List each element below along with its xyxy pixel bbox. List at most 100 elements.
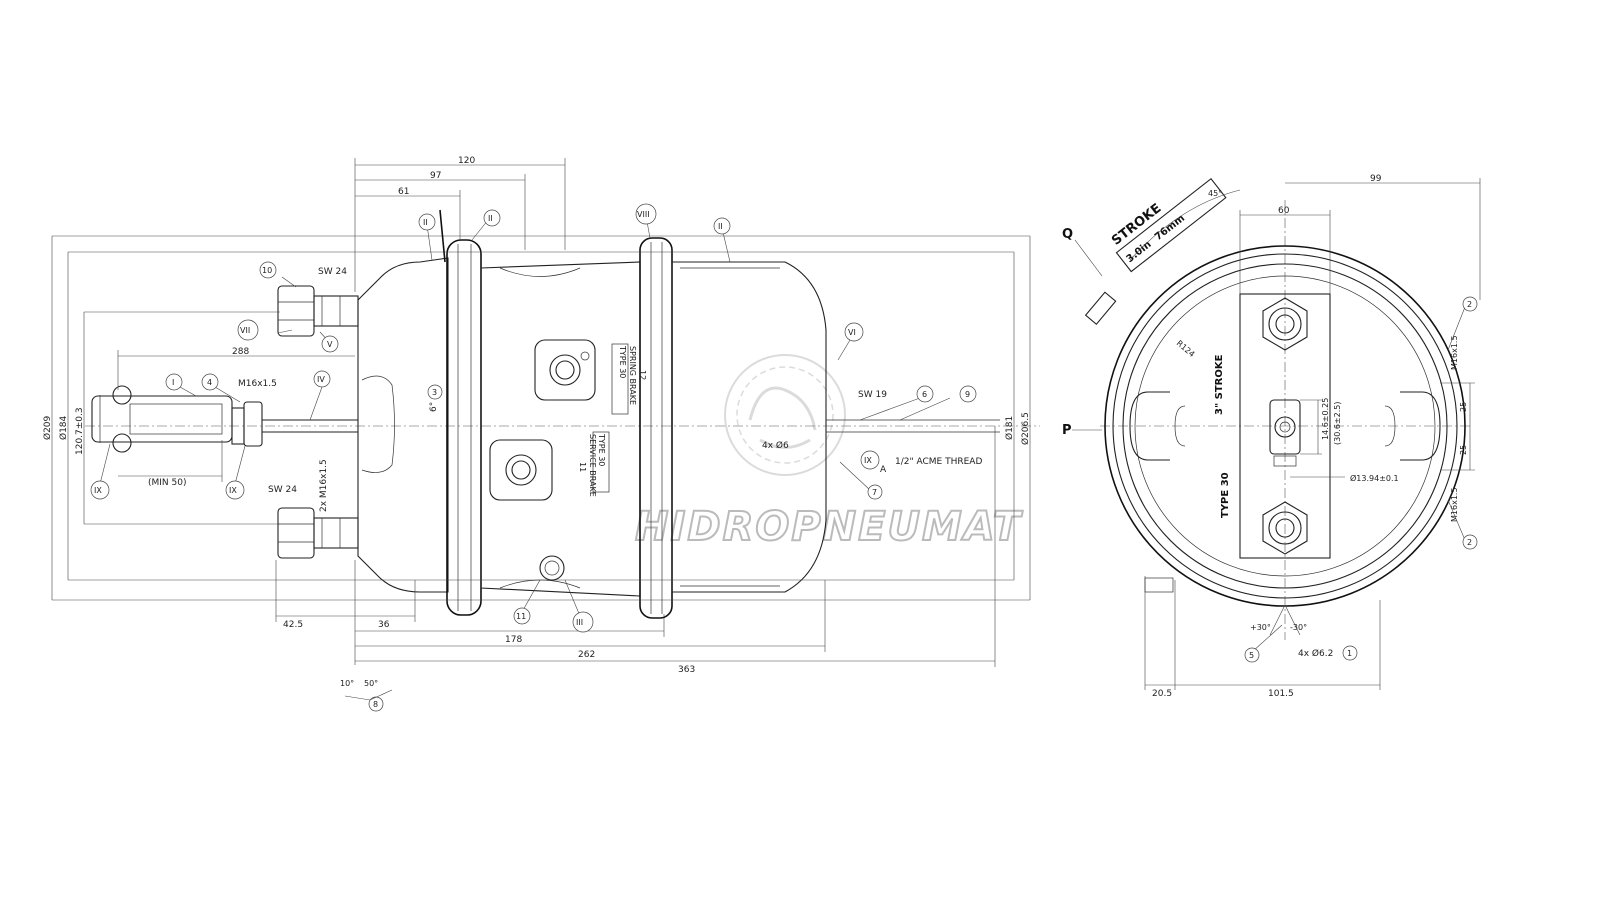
dim-262: 262 xyxy=(578,650,595,660)
end-view: 3.0in 76mm STROKE xyxy=(1062,174,1481,699)
watermark-text: HIDROPNEUMAT xyxy=(635,504,1023,550)
label-q: Q xyxy=(1062,227,1073,242)
type-text: TYPE 30 xyxy=(1220,472,1231,518)
callout-ix-b: IX xyxy=(225,480,245,500)
clamp-ring-right xyxy=(639,237,673,619)
svg-text:4: 4 xyxy=(207,378,212,387)
angle-plus-30: +30° xyxy=(1250,623,1271,632)
angle-45: 45° xyxy=(1208,189,1222,198)
callout-vii: VII xyxy=(237,319,259,341)
spring-label-number: 12 xyxy=(638,370,647,380)
angle-minus-30: -30° xyxy=(1290,623,1307,632)
callout-11: 11 xyxy=(513,607,531,625)
callout-10: 10 xyxy=(259,261,277,279)
svg-text:II: II xyxy=(423,218,428,227)
callout-ii-c: II xyxy=(713,217,731,235)
end-view-mounting-plate xyxy=(1239,293,1331,559)
callout-1: 1 xyxy=(1342,645,1358,661)
dim-25-b: 25 xyxy=(1459,445,1468,455)
svg-text:II: II xyxy=(718,222,723,231)
callout-ii-a: II xyxy=(418,213,436,231)
callout-3: 3 xyxy=(427,384,443,400)
label-a: A xyxy=(880,465,887,475)
dim-dia-184: Ø184 xyxy=(58,415,69,440)
svg-text:9: 9 xyxy=(965,390,970,399)
spring-label-text: SPRING BRAKE xyxy=(628,346,637,405)
svg-text:2: 2 xyxy=(1467,538,1472,547)
dim-120: 120 xyxy=(458,156,475,166)
end-view-outer-ring xyxy=(1104,245,1466,607)
svg-text:IX: IX xyxy=(229,486,237,495)
svg-text:IX: IX xyxy=(864,456,872,465)
end-view-stud-top xyxy=(1262,297,1308,351)
dim-60: 60 xyxy=(1278,206,1290,216)
svg-text:2: 2 xyxy=(1467,300,1472,309)
svg-text:VII: VII xyxy=(240,326,250,335)
dimension-lines-side xyxy=(51,158,1031,667)
end-view-clevis xyxy=(1269,399,1301,455)
dim-99: 99 xyxy=(1370,174,1382,184)
svg-text:IV: IV xyxy=(317,375,325,384)
svg-text:5: 5 xyxy=(1249,651,1254,660)
stroke-text: 3" STROKE xyxy=(1214,354,1225,415)
callout-2-a: 2 xyxy=(1462,296,1478,312)
svg-text:11: 11 xyxy=(516,612,526,621)
dim-101-5: 101.5 xyxy=(1268,689,1294,699)
callout-iii: III xyxy=(572,611,594,633)
dim-97: 97 xyxy=(430,171,441,181)
dimension-lines-end xyxy=(1074,178,1481,690)
angle-6: 6° xyxy=(429,402,439,412)
thread-end-b: M16x1.5 xyxy=(1450,487,1459,522)
dim-30-6: (30.6±2.5) xyxy=(1333,402,1342,445)
label-p: P xyxy=(1062,423,1072,438)
dim-61: 61 xyxy=(398,187,409,197)
dim-178: 178 xyxy=(505,635,522,645)
dim-120-7: 120.7±0.3 xyxy=(75,407,85,455)
holes-4x6: 4x Ø6 xyxy=(762,440,789,451)
service-label-number: 11 xyxy=(578,462,587,472)
dim-dia-181: Ø181 xyxy=(1004,416,1015,440)
svg-text:I: I xyxy=(172,378,174,387)
callout-vi: VI xyxy=(844,322,864,342)
thread-end-a: M16x1.5 xyxy=(1450,335,1459,370)
angle-10: 10° xyxy=(340,679,354,688)
drain-port xyxy=(539,555,565,581)
stroke-tag: 3.0in 76mm STROKE xyxy=(1109,178,1227,273)
callout-viii: VIII xyxy=(635,203,657,225)
stroke-tag-stroke: STROKE xyxy=(1109,201,1164,249)
dim-dia-13-94: Ø13.94±0.1 xyxy=(1350,473,1399,483)
mounting-bolt-top xyxy=(277,285,359,337)
dim-363: 363 xyxy=(678,665,695,675)
holes-4x6-2: 4x Ø6.2 xyxy=(1298,648,1333,659)
callout-2-b: 2 xyxy=(1462,534,1478,550)
svg-text:1: 1 xyxy=(1347,649,1352,658)
end-view-stud-bottom xyxy=(1262,501,1308,555)
service-label-type: TYPE 30 xyxy=(597,433,606,466)
callout-iv: IV xyxy=(313,370,331,388)
callout-4: 4 xyxy=(201,373,219,391)
callout-i: I xyxy=(165,373,183,391)
svg-text:II: II xyxy=(488,214,493,223)
service-brake-port xyxy=(489,439,553,501)
radius-124: R124 xyxy=(1175,339,1197,359)
angle-50: 50° xyxy=(364,679,378,688)
svg-text:6: 6 xyxy=(922,390,927,399)
dim-dia-209: Ø209 xyxy=(42,415,53,440)
dim-36: 36 xyxy=(378,620,390,630)
svg-text:IX: IX xyxy=(94,486,102,495)
callout-v: V xyxy=(321,335,339,353)
svg-text:8: 8 xyxy=(373,700,378,709)
callout-ii-b: II xyxy=(483,209,501,227)
svg-text:7: 7 xyxy=(872,488,877,497)
svg-text:3: 3 xyxy=(432,388,437,397)
dim-288: 288 xyxy=(232,347,249,357)
spring-label-type: TYPE 30 xyxy=(618,345,627,378)
side-view: TYPE 30 SPRING BRAKE 12 TYPE 30 SERVICE … xyxy=(42,156,1102,712)
service-chamber-bowl xyxy=(671,261,827,593)
pushrod-clevis xyxy=(91,385,358,453)
spring-chamber-housing xyxy=(357,257,449,593)
dim-20-5: 20.5 xyxy=(1152,689,1172,699)
thread-clevis: M16x1.5 xyxy=(238,379,277,389)
acme-thread: 1/2" ACME THREAD xyxy=(895,457,982,467)
